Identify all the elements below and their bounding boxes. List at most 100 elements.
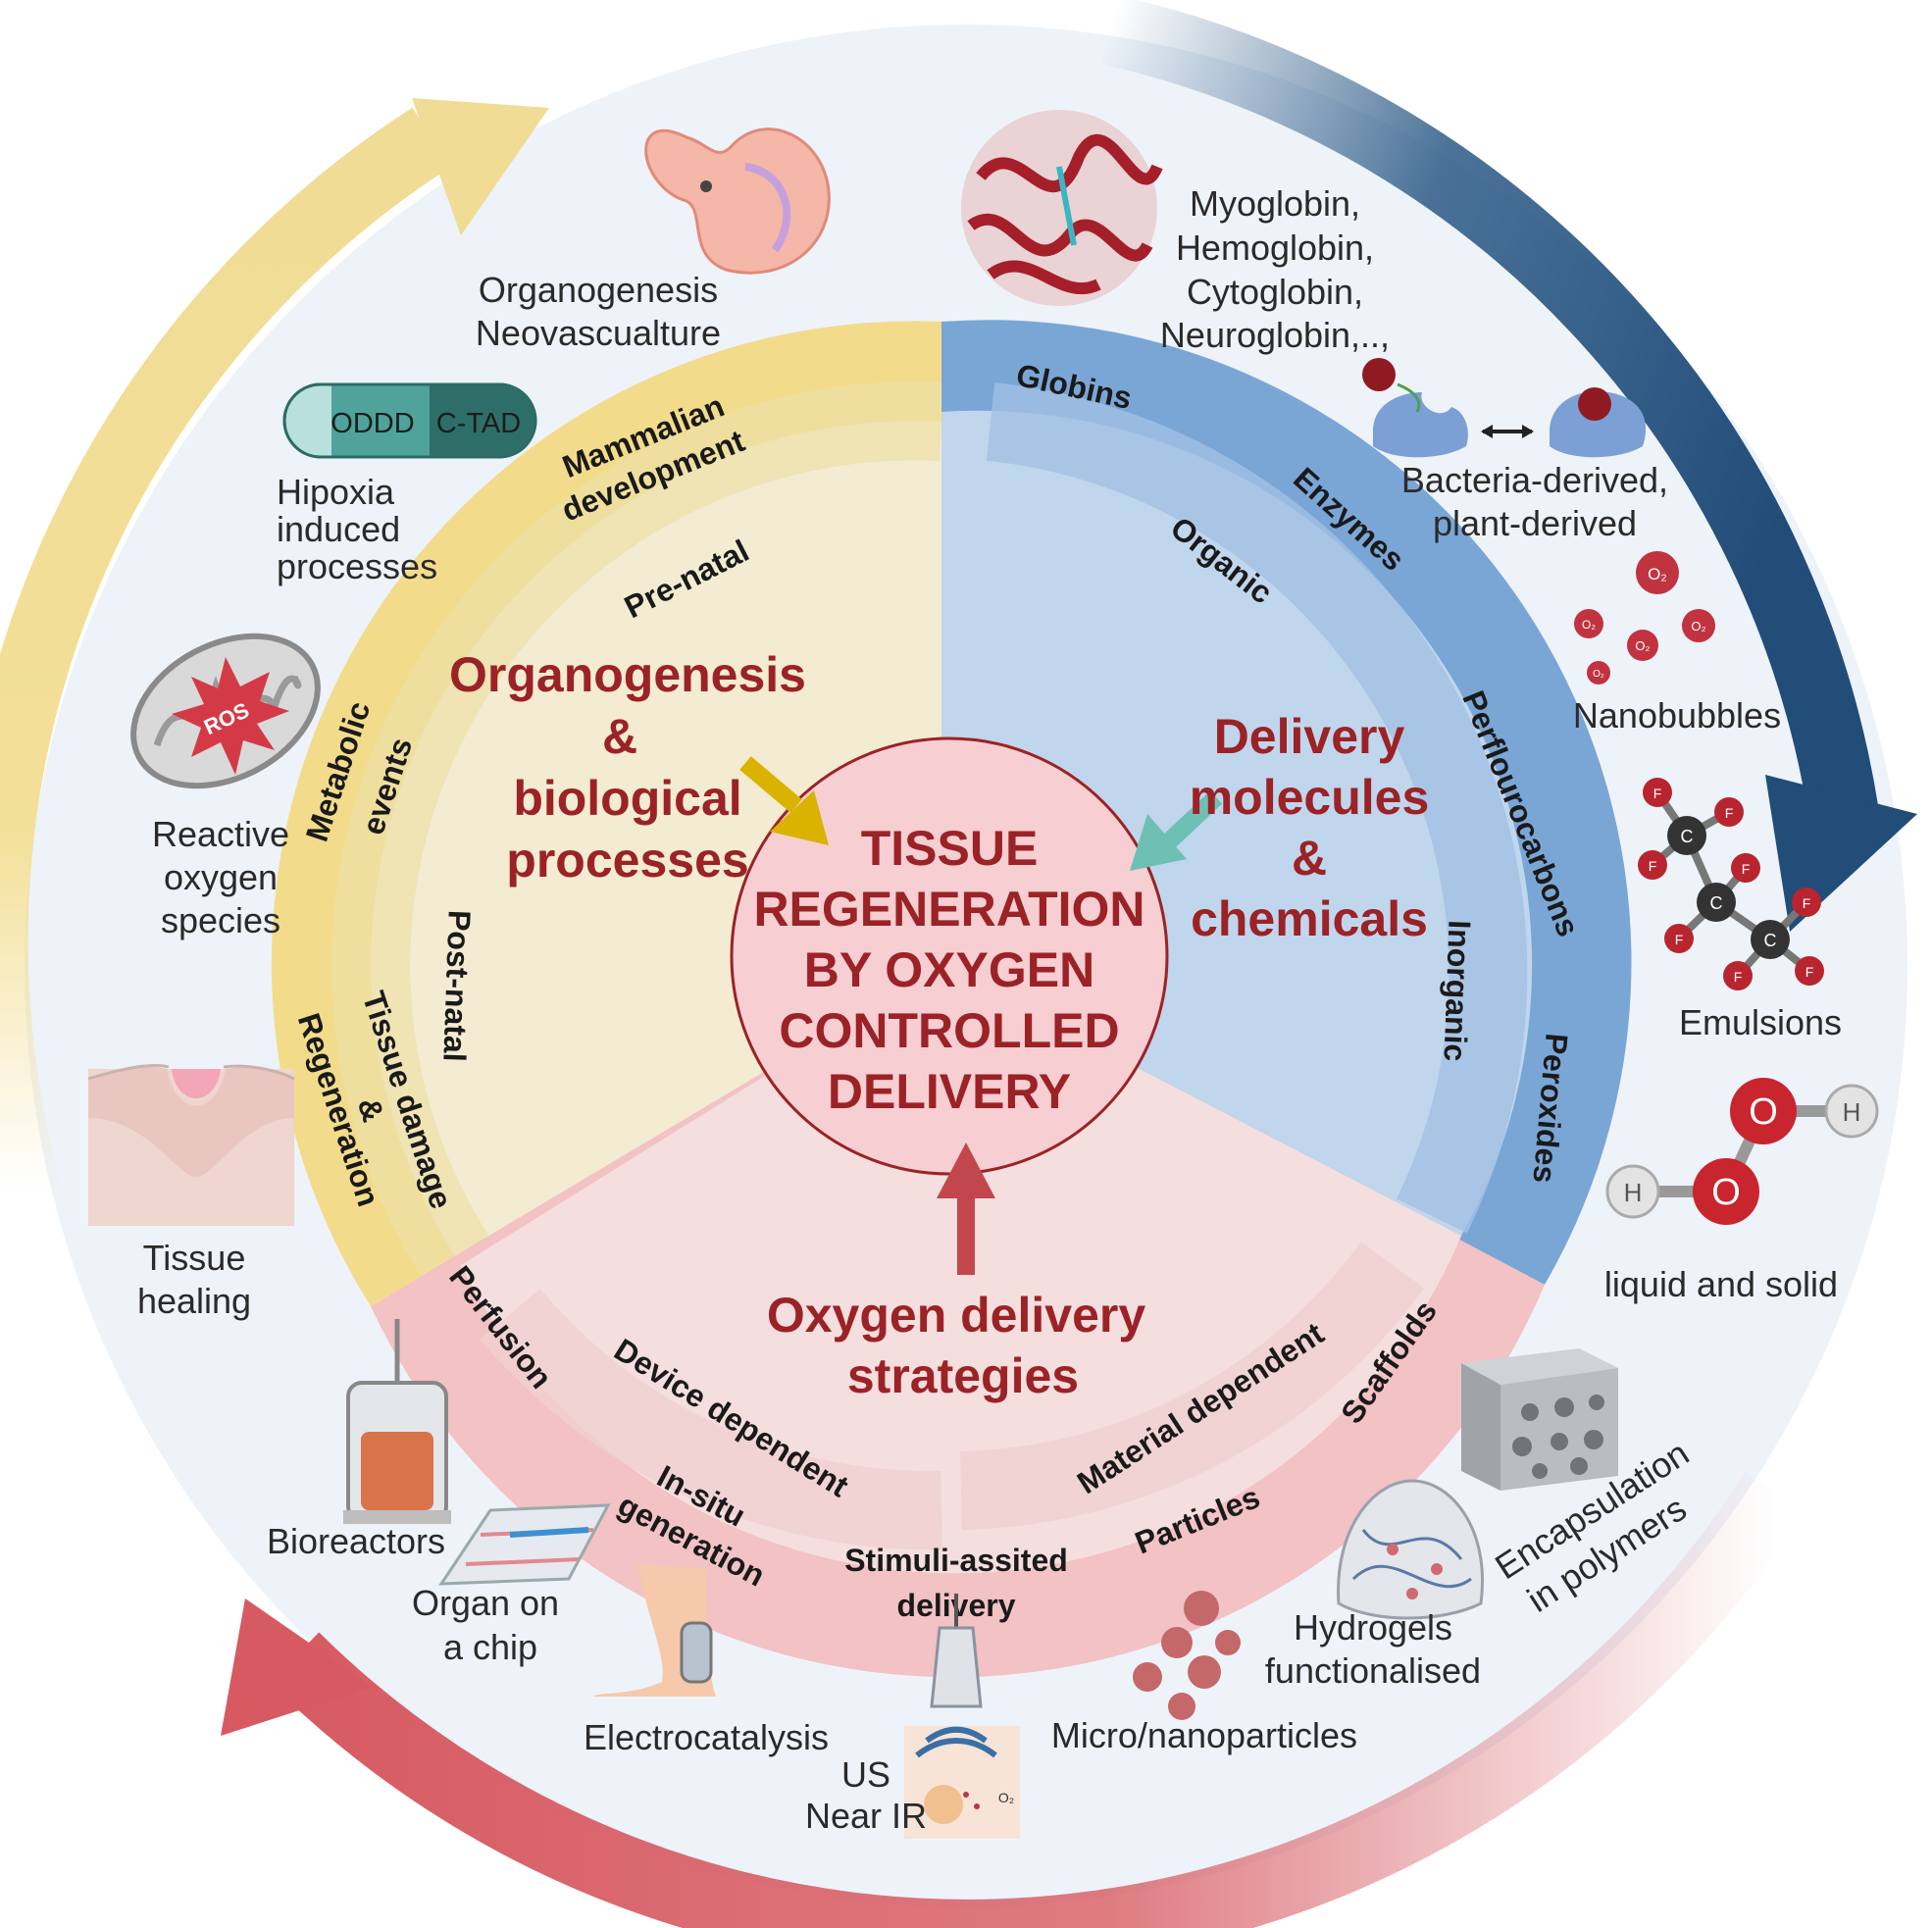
embryo-illustration — [644, 127, 831, 275]
stimuli-us-label: US — [841, 1754, 890, 1795]
hypoxia-label-3: processes — [277, 546, 437, 586]
tissue-healing-label-2: healing — [137, 1281, 251, 1321]
bio-title-3: biological — [513, 771, 741, 826]
center-line-4: CONTROLLED — [779, 1003, 1119, 1058]
bio-title-4: processes — [506, 833, 748, 888]
ros-label-2: oxygen — [164, 857, 278, 897]
ros-label-3: species — [161, 900, 280, 940]
enzyme-binding-icon — [1362, 358, 1647, 458]
oxygen-1: O — [1711, 1172, 1741, 1213]
teal-pointer-line — [1162, 790, 1223, 848]
o2-symbol-4: O₂ — [1691, 619, 1705, 634]
center-line-3: BY OXYGEN — [804, 942, 1094, 997]
yellow-pointer-line — [739, 756, 802, 813]
microparticles-label: Micro/nanoparticles — [1051, 1715, 1357, 1755]
mol-title-3: & — [1292, 831, 1327, 886]
stimuli-nir-label: Near IR — [805, 1796, 927, 1836]
o2-symbol-5: O₂ — [1593, 669, 1604, 680]
inorganic-label: Inorganic — [1437, 920, 1477, 1062]
carbon-3: C — [1764, 931, 1777, 950]
organogenesis-label-2: Neovascualture — [476, 313, 721, 353]
hydrogels-label-2: functionalised — [1265, 1650, 1481, 1691]
o2-symbol-3: O₂ — [1635, 638, 1650, 653]
postnatal-label: Post-natal — [436, 909, 477, 1062]
oxygen-2: O — [1749, 1091, 1778, 1133]
center-line-1: TISSUE — [861, 821, 1039, 876]
enzymes-ex-2: plant-derived — [1433, 503, 1637, 543]
emulsions-label: Emulsions — [1679, 1002, 1842, 1042]
microparticles-illustration — [1133, 1591, 1241, 1720]
organ-chip-illustration — [438, 1503, 611, 1586]
hydrogel-illustration — [1337, 1479, 1484, 1620]
bioreactors-label: Bioreactors — [267, 1521, 445, 1561]
red-cycle-arrow — [269, 1471, 1805, 1928]
mol-title-1: Delivery — [1214, 709, 1405, 764]
peroxides-ex-label: liquid and solid — [1604, 1264, 1838, 1304]
hif-domain-pill: ODDD C-TAD — [282, 382, 537, 459]
o2-symbol-stimuli: O₂ — [998, 1790, 1014, 1805]
bio-title-2: & — [602, 709, 637, 764]
protein-illustration — [961, 110, 1163, 306]
tissue-healing-label-1: Tissue — [143, 1238, 246, 1278]
mitochondrion-illustration: ROS — [130, 633, 321, 789]
hypoxia-label-2: induced — [277, 509, 400, 549]
hydrogels-label-1: Hydrogels — [1294, 1607, 1452, 1648]
mol-title-2: molecules — [1190, 770, 1430, 825]
yellow-arrow-head — [412, 98, 549, 235]
red-arrow-head — [221, 1598, 373, 1736]
pink-inner-ring-left — [480, 1289, 942, 1550]
foot-illustration — [593, 1564, 716, 1697]
blue-cycle-arrow — [1100, 0, 1879, 820]
pink-inner-ring — [959, 1242, 1425, 1530]
carbon-2: C — [1710, 893, 1723, 913]
hydrogen-2: H — [1843, 1097, 1861, 1127]
stimuli-label-1: Stimuli-assited — [844, 1543, 1068, 1578]
globins-ex-3: Cytoglobin, — [1187, 272, 1363, 312]
bio-title-1: Organogenesis — [449, 647, 806, 702]
ultrasound-illustration: O₂ — [904, 1594, 1020, 1839]
yellow-inner-ring — [331, 381, 943, 1287]
strat-title-1: Oxygen delivery — [767, 1288, 1145, 1343]
yellow-cycle-arrow — [0, 107, 451, 1204]
teal-pointer-head — [1130, 814, 1187, 871]
fluorine-6: F — [1803, 895, 1811, 911]
oddd-domain: ODDD — [330, 408, 414, 439]
peroxide-molecule-illustration: H H O O — [1605, 1078, 1879, 1225]
enzymes-ex-1: Bacteria-derived, — [1401, 460, 1668, 500]
skin-section-illustration — [87, 1063, 295, 1226]
center-node: TISSUE REGENERATION BY OXYGEN CONTROLLED… — [730, 736, 1169, 1176]
globins-ex-2: Hemoglobin, — [1176, 228, 1374, 268]
o2-symbol-2: O₂ — [1582, 618, 1596, 632]
mol-title-4: chemicals — [1191, 891, 1428, 946]
section-titles: Organogenesis & biological processes Del… — [449, 647, 1429, 1403]
electrocatalysis-label: Electrocatalysis — [584, 1717, 829, 1757]
blue-inner-ring — [986, 382, 1528, 1234]
fluorine-3: F — [1649, 858, 1657, 874]
center-circle — [730, 736, 1169, 1176]
pointer-arrows — [739, 756, 1223, 1275]
fluorine-7: F — [1805, 964, 1814, 980]
globins-ex-1: Myoglobin, — [1190, 183, 1360, 224]
center-line-2: REGENERATION — [753, 882, 1144, 937]
ctad-domain: C-TAD — [436, 408, 521, 439]
organogenesis-label-1: Organogenesis — [479, 270, 718, 310]
bioreactor-illustration — [343, 1319, 451, 1524]
yellow-pointer-head — [770, 790, 829, 845]
strat-title-2: strategies — [847, 1348, 1079, 1403]
red-pointer-head — [937, 1142, 995, 1198]
globins-ex-4: Neuroglobin,.., — [1160, 315, 1390, 355]
fluorine-4: F — [1742, 861, 1751, 877]
organ-chip-label-2: a chip — [443, 1627, 537, 1667]
fluorine-5: F — [1675, 932, 1684, 947]
o2-symbol-1: O₂ — [1648, 565, 1667, 583]
pfc-molecule-illustration: C C C F F F F F F F F — [1638, 778, 1824, 990]
fluorine-8: F — [1734, 969, 1743, 985]
nanobubbles-illustration: O₂ O₂ O₂ O₂ O₂ — [1574, 551, 1715, 685]
scaffold-cube-illustration — [1461, 1348, 1618, 1491]
organ-chip-label-1: Organ on — [412, 1583, 559, 1623]
carbon-1: C — [1681, 827, 1694, 846]
fluorine-2: F — [1725, 805, 1734, 821]
nanobubbles-label: Nanobubbles — [1573, 695, 1781, 736]
ros-label-1: Reactive — [152, 814, 289, 854]
